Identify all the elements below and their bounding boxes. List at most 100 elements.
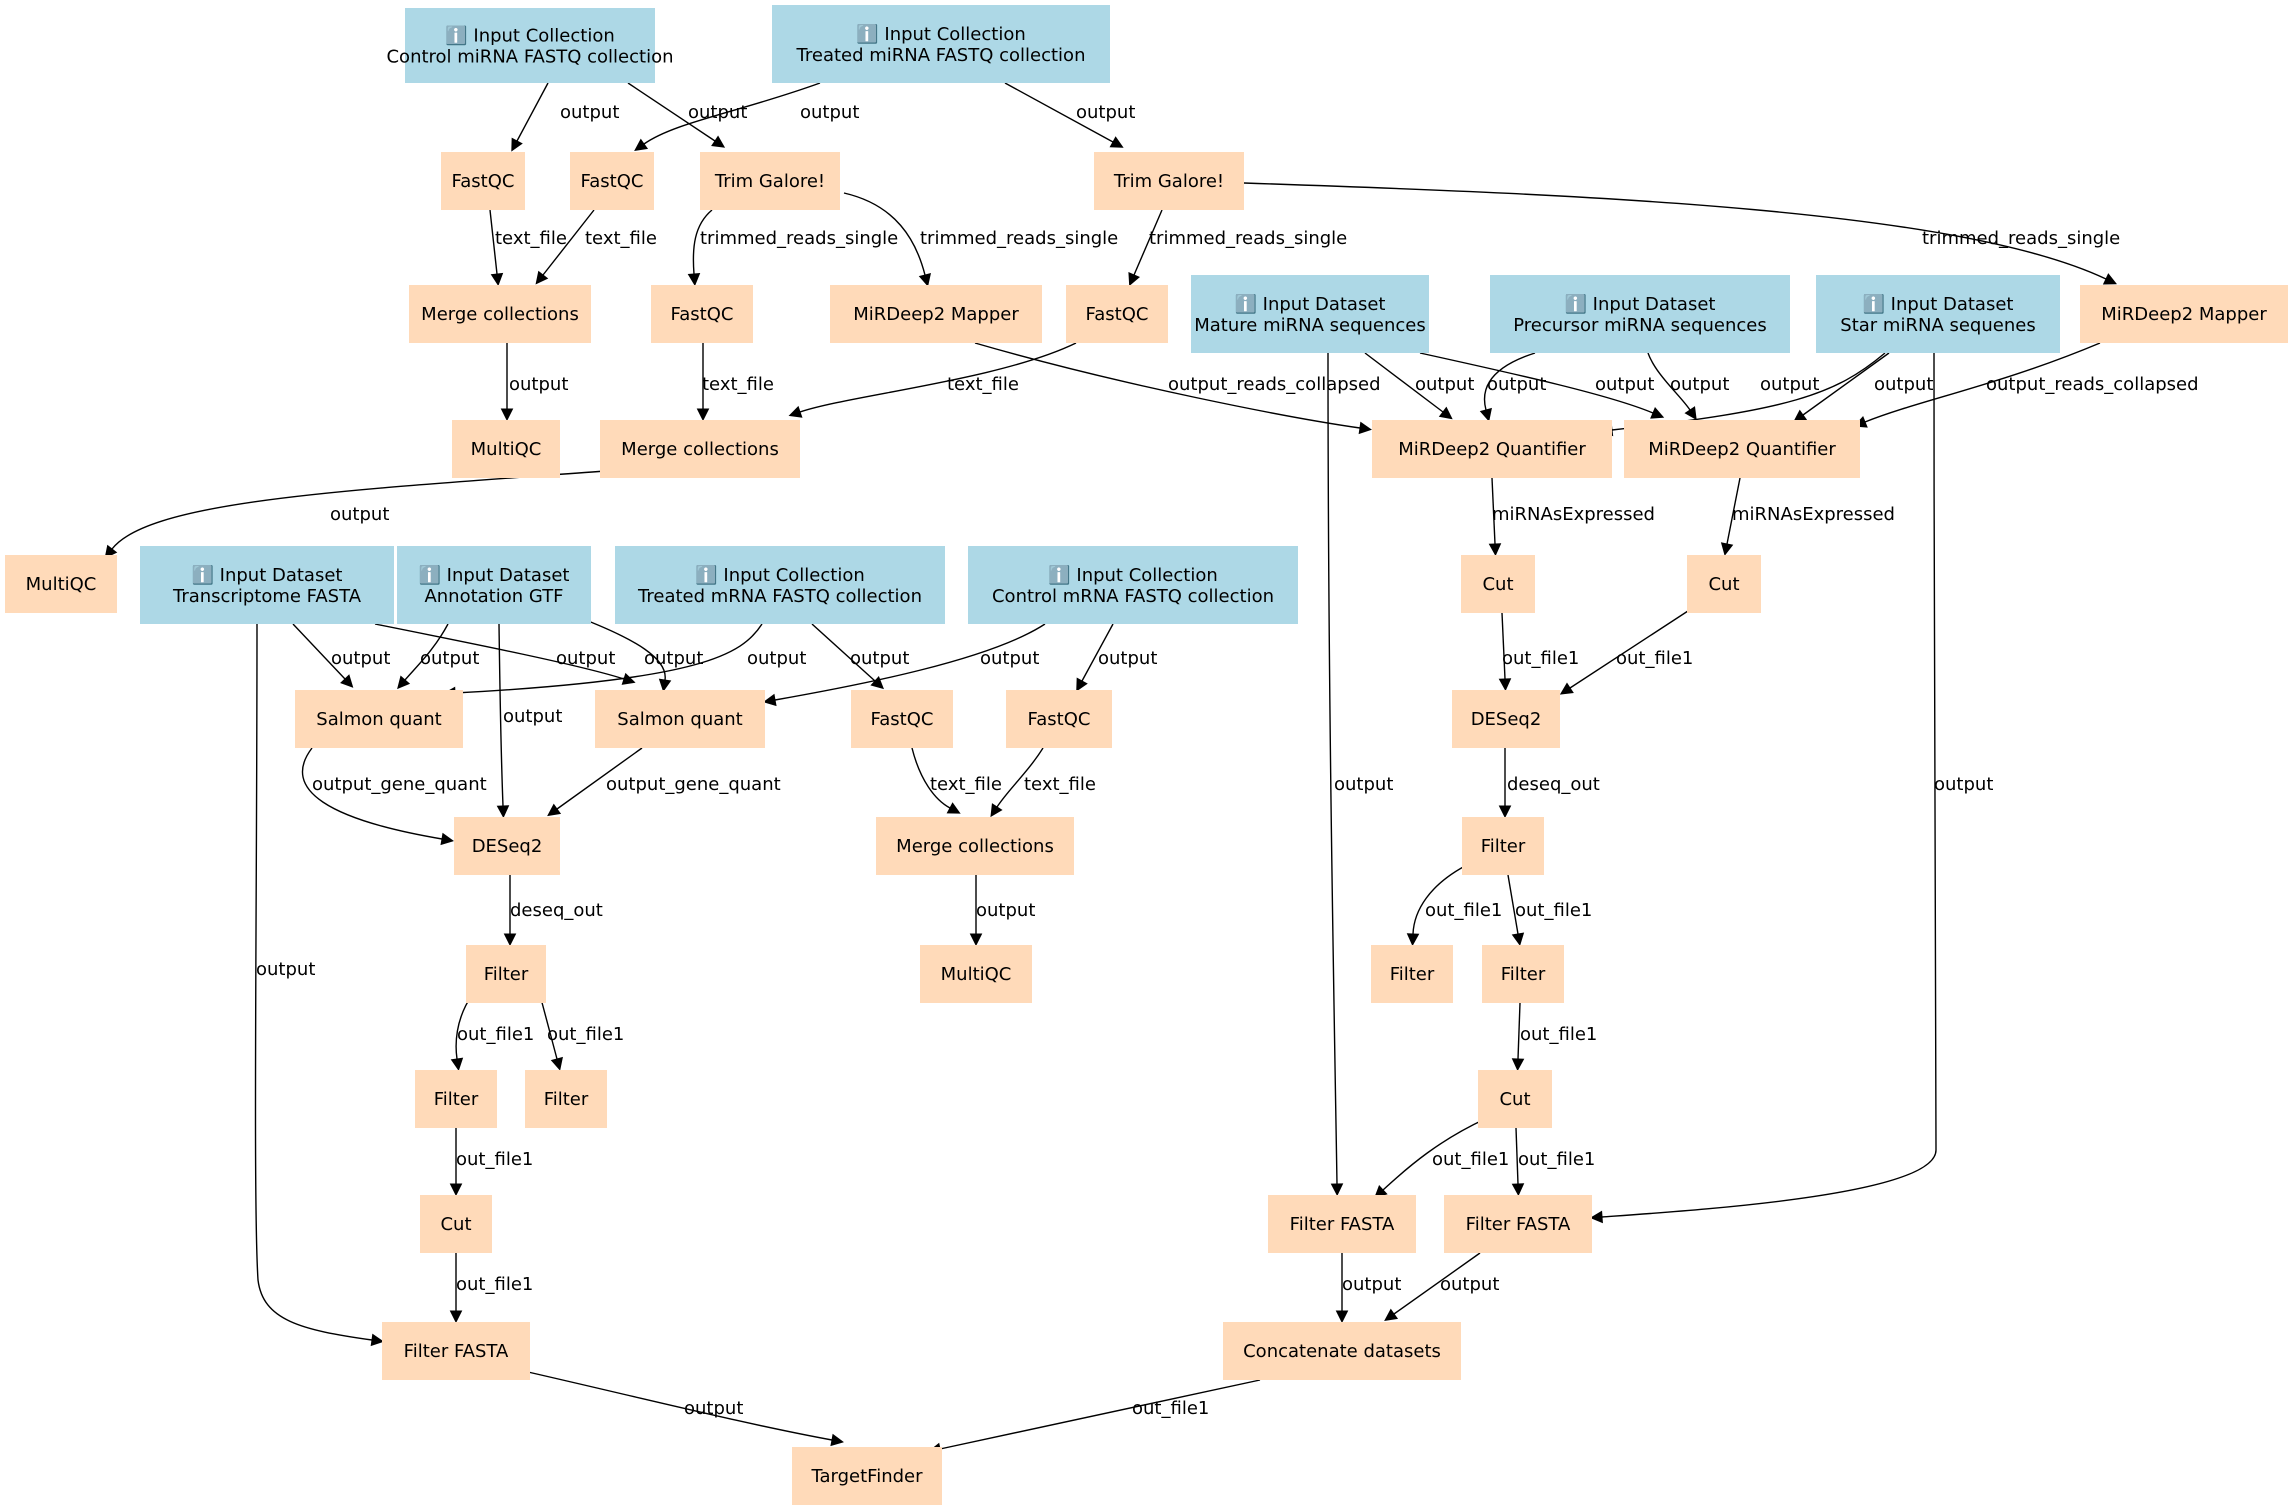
node-title: ℹ️ Input Dataset — [1565, 293, 1716, 315]
node-cut_l[interactable]: Cut — [420, 1195, 492, 1253]
edge-line — [254, 623, 373, 1341]
edge-line — [516, 82, 549, 142]
node-trim_2[interactable]: Trim Galore! — [1094, 152, 1244, 210]
edge-line — [974, 342, 1361, 429]
node-merge_2[interactable]: Merge collections — [600, 420, 800, 478]
edge-label: miRNAsExpressed — [1732, 504, 1895, 525]
edge-fastqc_1-to-merge_1: text_file — [489, 209, 567, 287]
edge-trim_2-to-mapper_2: trimmed_reads_single — [1243, 182, 2120, 285]
node-filter_l2[interactable]: Filter — [415, 1070, 497, 1128]
node-filter_r1[interactable]: Filter — [1462, 817, 1544, 875]
node-multiqc_3[interactable]: MultiQC — [920, 945, 1032, 1003]
node-cut_2[interactable]: Cut — [1687, 555, 1761, 613]
node-title: Cut — [1708, 574, 1739, 595]
edge-trim_1-to-mapper_1: trimmed_reads_single — [843, 192, 1118, 287]
node-cut_1[interactable]: Cut — [1461, 555, 1535, 613]
edge-label: trimmed_reads_single — [1922, 228, 2120, 249]
node-ffasta_1[interactable]: Filter FASTA — [1268, 1195, 1416, 1253]
node-title: MiRDeep2 Quantifier — [1648, 439, 1836, 460]
node-fastqc_1[interactable]: FastQC — [441, 152, 525, 210]
arrowhead — [1076, 677, 1088, 692]
edge-line — [1419, 352, 1654, 414]
node-quant_1[interactable]: MiRDeep2 Quantifier — [1372, 420, 1612, 478]
arrowhead — [397, 675, 411, 690]
node-mapper_1[interactable]: MiRDeep2 Mapper — [830, 285, 1042, 343]
node-fastqc_5[interactable]: FastQC — [851, 690, 953, 748]
node-merge_3[interactable]: Merge collections — [876, 817, 1074, 875]
edge-line — [1491, 477, 1496, 545]
edge-in_mature-to-quant_2: output — [1419, 352, 1665, 419]
tool-node-box — [1478, 1070, 1552, 1128]
edge-line — [569, 613, 666, 681]
arrowhead — [830, 1433, 844, 1447]
edge-line — [1364, 352, 1444, 413]
node-cut_r[interactable]: Cut — [1478, 1070, 1552, 1128]
node-filter_l1[interactable]: Filter — [466, 945, 546, 1003]
tool-node-box — [1372, 420, 1612, 478]
input-node-box — [615, 546, 945, 624]
tool-node-box — [1066, 285, 1168, 343]
tool-node-box — [651, 285, 753, 343]
node-fastqc_4[interactable]: FastQC — [1066, 285, 1168, 343]
edge-fastqc_3-to-merge_2: text_file — [696, 343, 774, 422]
node-title: Salmon quant — [617, 709, 742, 730]
node-filter_r2[interactable]: Filter — [1371, 945, 1453, 1003]
edge-label: text_file — [1024, 774, 1096, 795]
tool-node-box — [1452, 690, 1560, 748]
edge-label: output — [1098, 648, 1157, 669]
arrowhead — [946, 802, 961, 814]
node-title: Salmon quant — [316, 709, 441, 730]
node-fastqc_2[interactable]: FastQC — [570, 152, 654, 210]
node-deseq_mrna[interactable]: DESeq2 — [454, 817, 560, 875]
edge-label: out_file1 — [1520, 1024, 1597, 1045]
node-title: Trim Galore! — [1113, 171, 1224, 192]
node-fastqc_6[interactable]: FastQC — [1006, 690, 1112, 748]
node-subtitle: Control mRNA FASTQ collection — [992, 586, 1274, 607]
node-multiqc_2[interactable]: MultiQC — [5, 555, 117, 613]
node-fastqc_3[interactable]: FastQC — [651, 285, 753, 343]
edge-line — [374, 623, 625, 680]
edge-label: text_file — [930, 774, 1002, 795]
node-ffasta_3[interactable]: Filter FASTA — [382, 1322, 530, 1380]
node-filter_l3[interactable]: Filter — [525, 1070, 607, 1128]
arrowhead — [763, 693, 777, 707]
arrowhead — [1793, 409, 1808, 423]
node-targetfinder[interactable]: TargetFinder — [792, 1447, 942, 1505]
edge-label: output — [976, 900, 1035, 921]
node-mapper_2[interactable]: MiRDeep2 Mapper — [2080, 285, 2288, 343]
node-title: FastQC — [1086, 304, 1149, 325]
node-trim_1[interactable]: Trim Galore! — [700, 152, 840, 210]
node-quant_2[interactable]: MiRDeep2 Quantifier — [1624, 420, 1860, 478]
edge-trim_2-to-fastqc_4: trimmed_reads_single — [1128, 209, 1347, 287]
node-title: Merge collections — [896, 836, 1054, 857]
arrowhead — [990, 803, 1003, 818]
edge-line — [996, 747, 1044, 808]
edge-label: output — [1342, 1274, 1401, 1295]
node-title: ℹ️ Input Dataset — [1235, 293, 1386, 315]
node-salmon_1[interactable]: Salmon quant — [295, 690, 463, 748]
node-multiqc_1[interactable]: MultiQC — [452, 420, 560, 478]
edge-in_star-to-ffasta_2: output — [1589, 352, 1993, 1224]
node-salmon_2[interactable]: Salmon quant — [595, 690, 765, 748]
input-node-box — [1816, 275, 2060, 353]
edge-ffasta_1-to-concat: output — [1335, 1253, 1401, 1324]
node-ffasta_2[interactable]: Filter FASTA — [1444, 1195, 1592, 1253]
edge-fastqc_5-to-merge_3: text_file — [911, 747, 1002, 814]
node-merge_1[interactable]: Merge collections — [409, 285, 591, 343]
node-title: MultiQC — [26, 574, 97, 595]
node-deseq_mirna[interactable]: DESeq2 — [1452, 690, 1560, 748]
edge-in_mature-to-ffasta_1: output — [1327, 352, 1393, 1197]
node-filter_r3[interactable]: Filter — [1482, 945, 1564, 1003]
node-concat[interactable]: Concatenate datasets — [1223, 1322, 1461, 1380]
arrowhead — [634, 138, 649, 152]
arrowhead — [340, 674, 354, 688]
